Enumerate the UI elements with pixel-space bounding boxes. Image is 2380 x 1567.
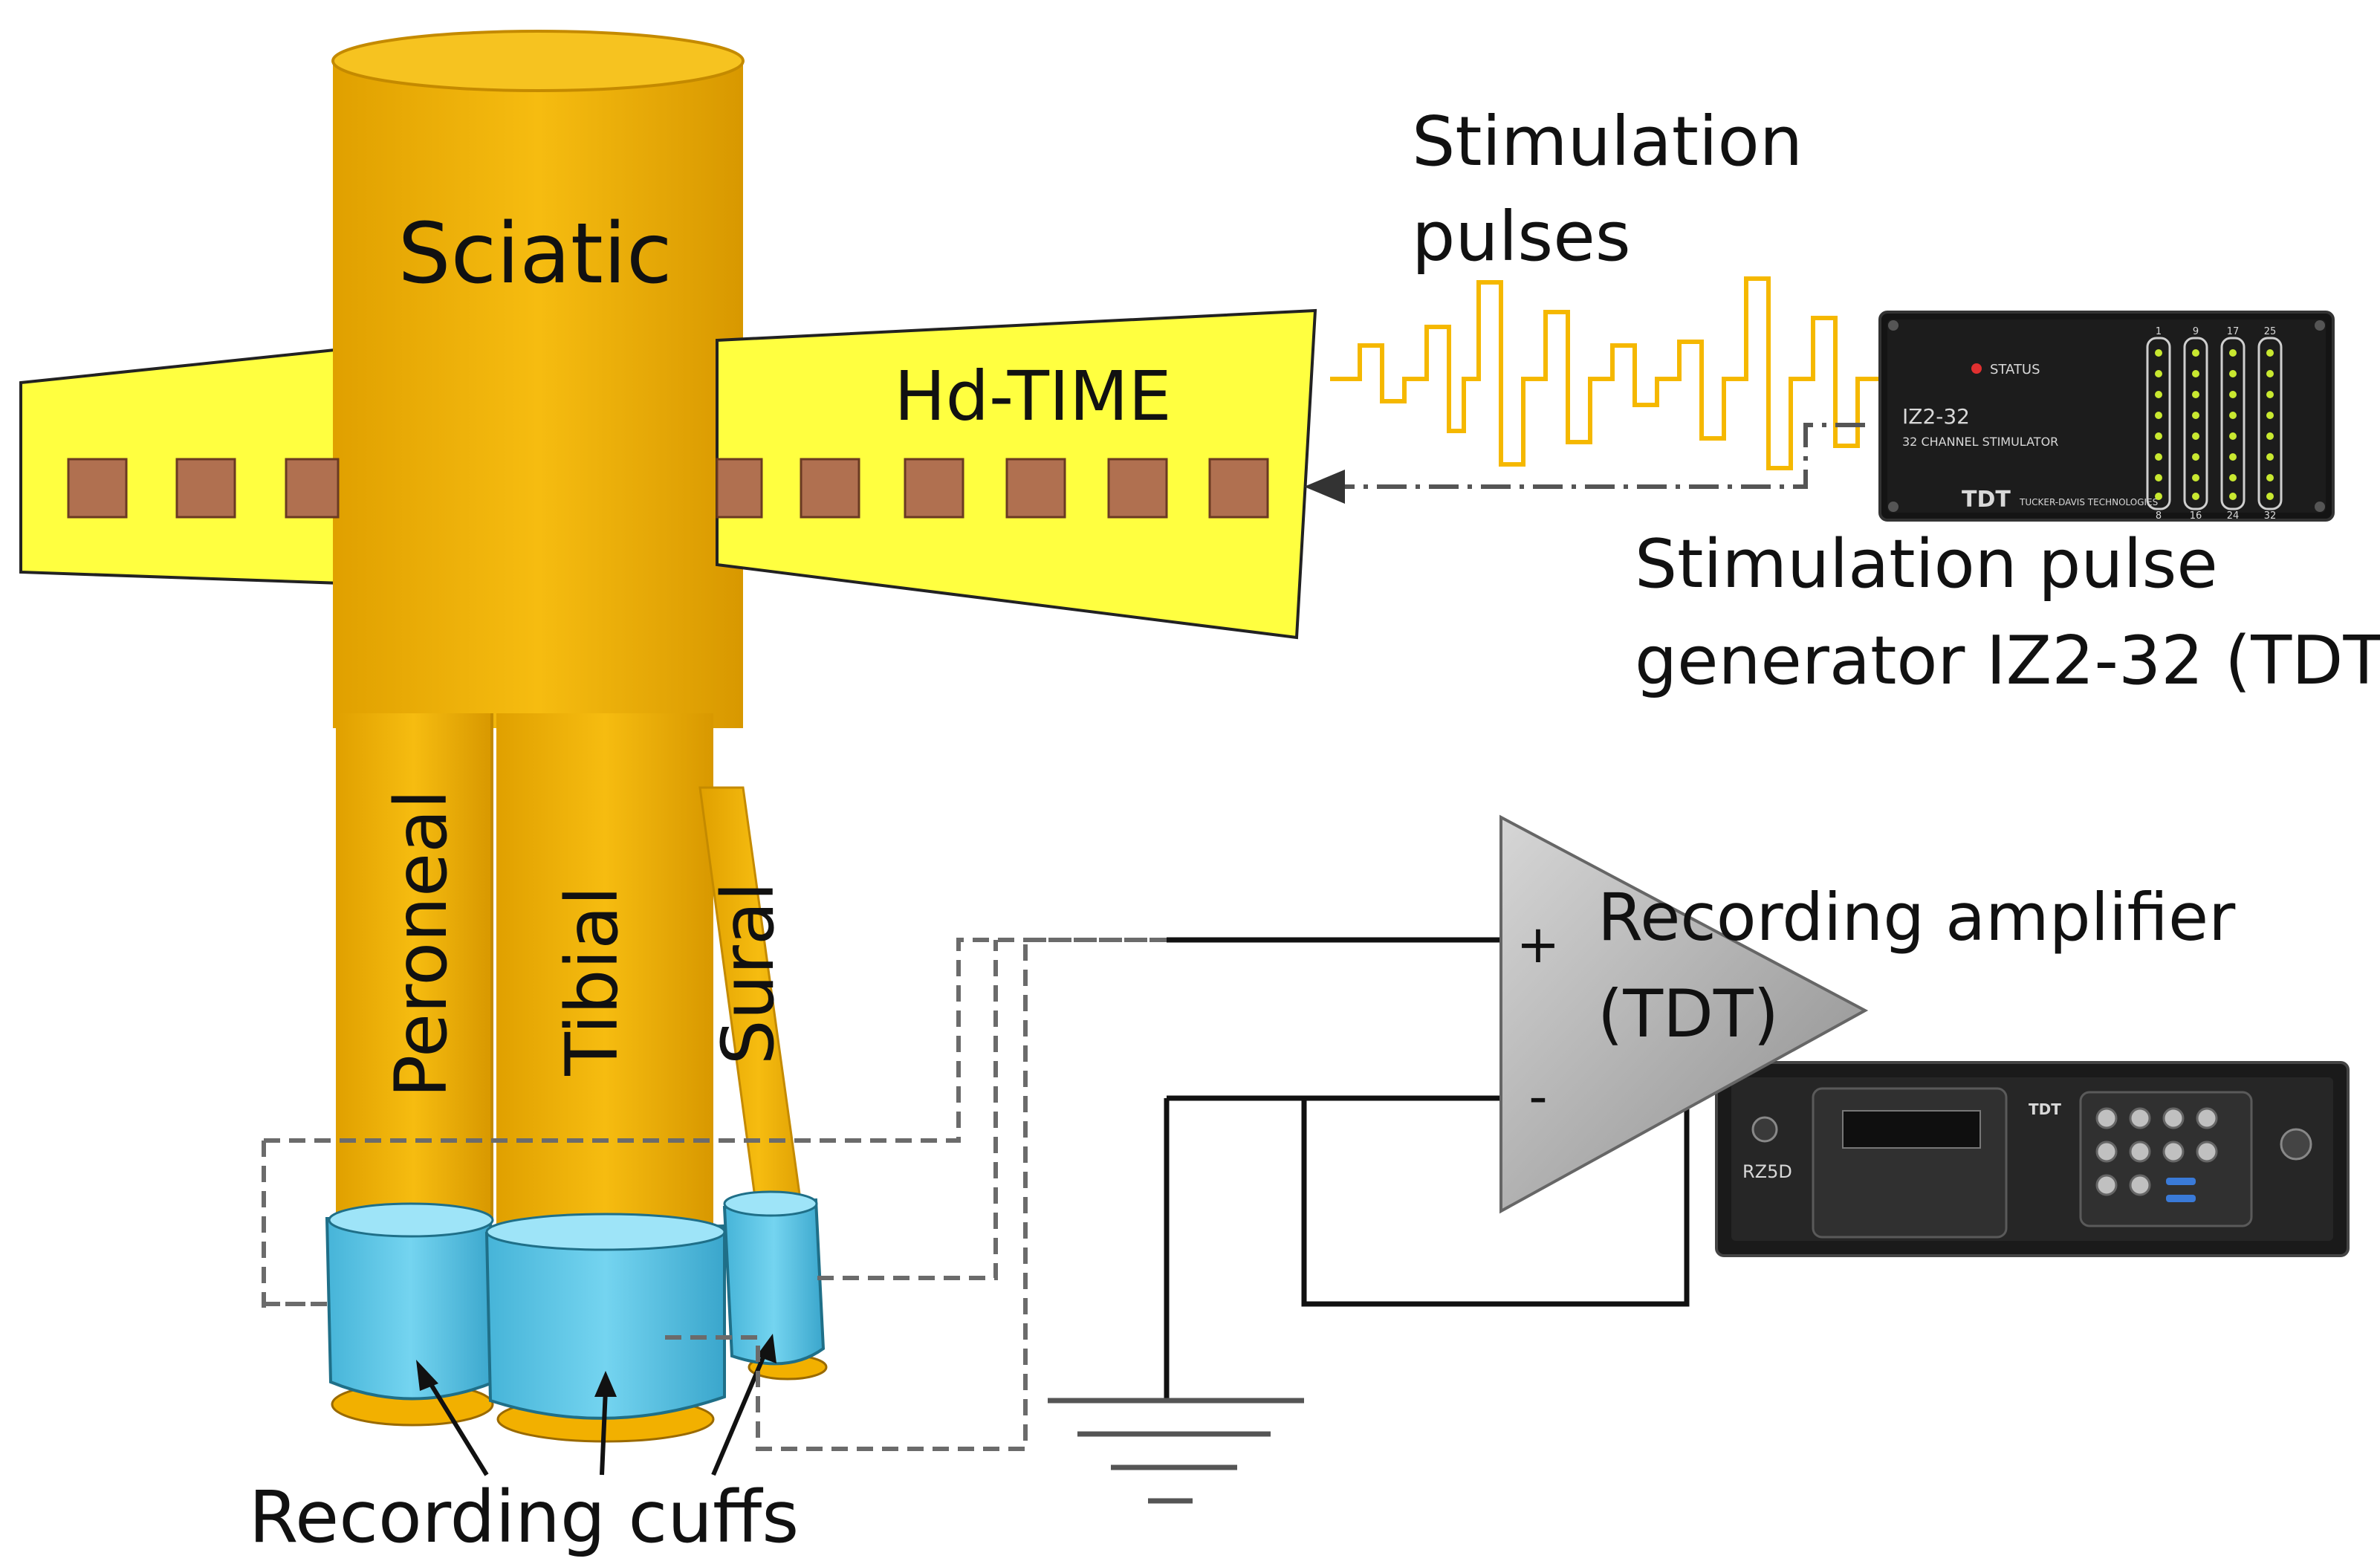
cuff-peroneal <box>325 1202 496 1427</box>
wire-negative-input <box>1164 1095 1501 1401</box>
amplifier-knob-icon <box>2280 1128 2312 1161</box>
channel-top-1: 1 <box>2156 326 2162 337</box>
tibial-label: Tibial <box>551 886 634 1076</box>
generator-label-line2: generator IZ2-32 (TDT) <box>1635 622 2380 700</box>
stimulation-pulses-label-line2: pulses <box>1412 197 1631 276</box>
lead-sural-dashed <box>665 938 1167 1451</box>
stimulator-brand-sub-text: TUCKER-DAVIS TECHNOLOGIES <box>2019 497 2158 507</box>
generator-label-line1: Stimulation pulse <box>1635 525 2218 603</box>
recording-amplifier-triangle <box>1499 814 1869 1214</box>
recording-cuffs-label: Recording cuffs <box>249 1476 799 1559</box>
stimulator-connection-arrow <box>1304 470 1345 504</box>
electrode-contacts <box>67 458 1269 519</box>
stimulator-connection-line <box>1337 423 1865 489</box>
stimulation-pulse-waveform <box>1330 276 1887 470</box>
sciatic-nerve <box>331 30 745 728</box>
amplifier-model-text: RZ5D <box>1742 1161 1792 1182</box>
lead-tibial-dashed <box>817 940 998 1280</box>
stimulator-subtitle-text: 32 CHANNEL STIMULATOR <box>1902 435 2058 449</box>
channel-top-25: 25 <box>2264 326 2277 337</box>
channel-bottom-16: 16 <box>2190 510 2202 522</box>
amplifier-label-line2: (TDT) <box>1598 976 1779 1052</box>
amplifier-brand-text: TDT <box>2029 1100 2061 1118</box>
channel-led-columns: 1 9 17 25 8 16 24 32 <box>2146 326 2283 522</box>
amplifier-plus-sign: + <box>1517 914 1560 975</box>
sciatic-label: Sciatic <box>398 206 672 302</box>
wire-feedback-loop <box>1301 1044 1690 1307</box>
stimulator-brand-text: TDT <box>1962 487 2011 513</box>
status-led-icon <box>1971 363 1982 374</box>
peroneal-label: Peroneal <box>380 789 463 1097</box>
channel-bottom-8: 8 <box>2156 510 2162 522</box>
amplifier-minus-sign: - <box>1528 1066 1547 1127</box>
sural-label: Sural <box>707 882 790 1065</box>
channel-bottom-24: 24 <box>2227 510 2240 522</box>
stimulator-model-text: IZ2-32 <box>1902 404 1970 429</box>
channel-bottom-32: 32 <box>2264 510 2277 522</box>
channel-top-17: 17 <box>2227 326 2240 337</box>
cuff-sural <box>722 1190 828 1381</box>
stimulation-pulses-label-line1: Stimulation <box>1412 102 1803 181</box>
amplifier-device-rz5d: RZ5D TDT <box>1715 1061 2350 1257</box>
stimulator-device-iz2-32: STATUS IZ2-32 32 CHANNEL STIMULATOR TDT … <box>1878 311 2335 522</box>
hd-time-label: Hd-TIME <box>894 357 1171 436</box>
bnc-connectors <box>2095 1107 2218 1196</box>
status-text: STATUS <box>1990 362 2040 377</box>
ground-icon <box>1048 1398 1304 1504</box>
channel-top-9: 9 <box>2193 326 2199 337</box>
amplifier-label-line1: Recording amplifier <box>1598 879 2236 956</box>
